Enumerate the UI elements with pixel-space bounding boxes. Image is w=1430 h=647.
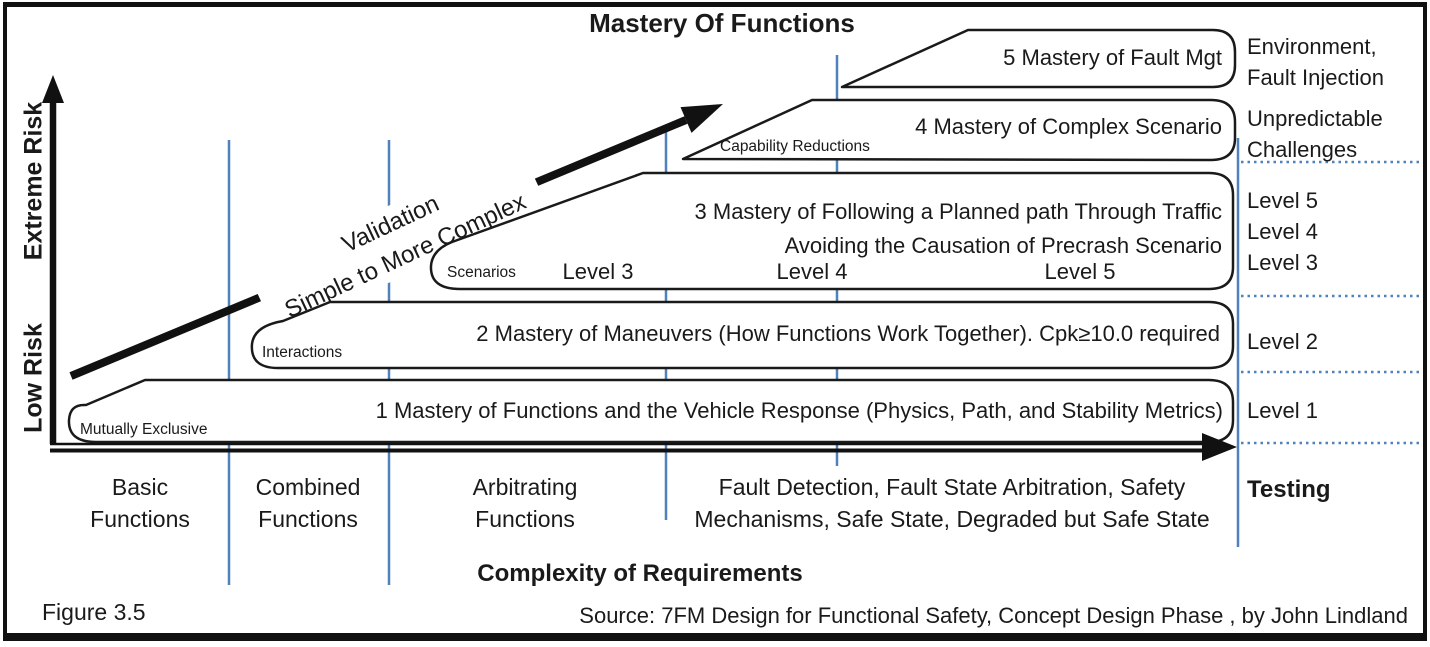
right-col-unpredictable-line2: Challenges <box>1247 137 1358 162</box>
page-title: Mastery Of Functions <box>589 8 855 38</box>
x-category-combined-line1: Combined <box>255 474 361 500</box>
banner3-level4: Level 4 <box>776 259 848 284</box>
right-col-level1: Level 1 <box>1247 398 1318 423</box>
x-category-fault-line1: Fault Detection, Fault State Arbitration… <box>718 474 1186 500</box>
validation-arrowhead <box>680 104 723 133</box>
x-category-arbitrating-line1: Arbitrating <box>472 474 578 500</box>
banner2-text: 2 Mastery of Maneuvers (How Functions Wo… <box>476 321 1220 346</box>
right-col-environment-line2: Fault Injection <box>1247 65 1384 90</box>
banner1-text: 1 Mastery of Functions and the Vehicle R… <box>375 398 1223 423</box>
banner-level5 <box>840 28 1237 89</box>
banner-level2 <box>250 300 1235 370</box>
banner3-line1: 3 Mastery of Following a Planned path Th… <box>694 199 1222 224</box>
x-category-basic: Basic Functions <box>60 471 220 535</box>
x-category-basic-line2: Functions <box>90 506 190 532</box>
right-col-environment-line1: Environment, <box>1247 34 1377 59</box>
banner3-level5: Level 5 <box>1044 259 1116 284</box>
x-category-combined: Combined Functions <box>228 471 388 535</box>
y-axis-label-high: Extreme Risk <box>19 101 48 261</box>
banner2-tag: Interactions <box>262 344 343 361</box>
figure-number: Figure 3.5 <box>42 599 146 625</box>
y-axis-label-low: Low Risk <box>19 323 48 433</box>
x-category-basic-line1: Basic <box>111 474 169 500</box>
right-col-testing: Testing <box>1247 476 1331 503</box>
x-category-arbitrating: Arbitrating Functions <box>425 471 625 535</box>
x-axis-arrowhead <box>1202 433 1237 461</box>
right-col-level5: Level 5 <box>1247 188 1318 213</box>
y-axis <box>42 75 64 444</box>
right-col-level3: Level 3 <box>1247 250 1318 275</box>
x-axis <box>50 433 1237 461</box>
right-col-level4: Level 4 <box>1247 219 1318 244</box>
source-credit: Source: 7FM Design for Functional Safety… <box>579 603 1408 628</box>
banner4-text: 4 Mastery of Complex Scenario <box>915 114 1222 139</box>
right-col-level2: Level 2 <box>1247 329 1318 354</box>
x-category-arbitrating-line2: Functions <box>475 506 575 532</box>
right-col-unpredictable-line1: Unpredictable <box>1247 106 1383 131</box>
banner3-level3: Level 3 <box>562 259 634 284</box>
banner-level3 <box>429 171 1235 291</box>
x-axis-title: Complexity of Requirements <box>477 560 803 587</box>
right-col-environment: Environment, Fault Injection <box>1247 31 1384 93</box>
right-col-levels-543: Level 5 Level 4 Level 3 <box>1247 185 1318 278</box>
x-category-fault-line2: Mechanisms, Safe State, Degraded but Saf… <box>694 506 1210 532</box>
x-category-fault: Fault Detection, Fault State Arbitration… <box>672 471 1232 535</box>
banner4-tag: Capability Reductions <box>720 138 870 155</box>
banner-level4 <box>681 98 1237 162</box>
x-category-combined-line2: Functions <box>258 506 358 532</box>
dotted-separators <box>1241 160 1426 445</box>
banner5-text: 5 Mastery of Fault Mgt <box>1003 45 1222 70</box>
banner1-tag: Mutually Exclusive <box>80 421 208 438</box>
right-col-unpredictable: Unpredictable Challenges <box>1247 103 1383 165</box>
banner3-tag: Scenarios <box>447 264 516 281</box>
y-axis-arrowhead <box>42 75 64 103</box>
banner3-line2: Avoiding the Causation of Precrash Scena… <box>784 233 1222 258</box>
